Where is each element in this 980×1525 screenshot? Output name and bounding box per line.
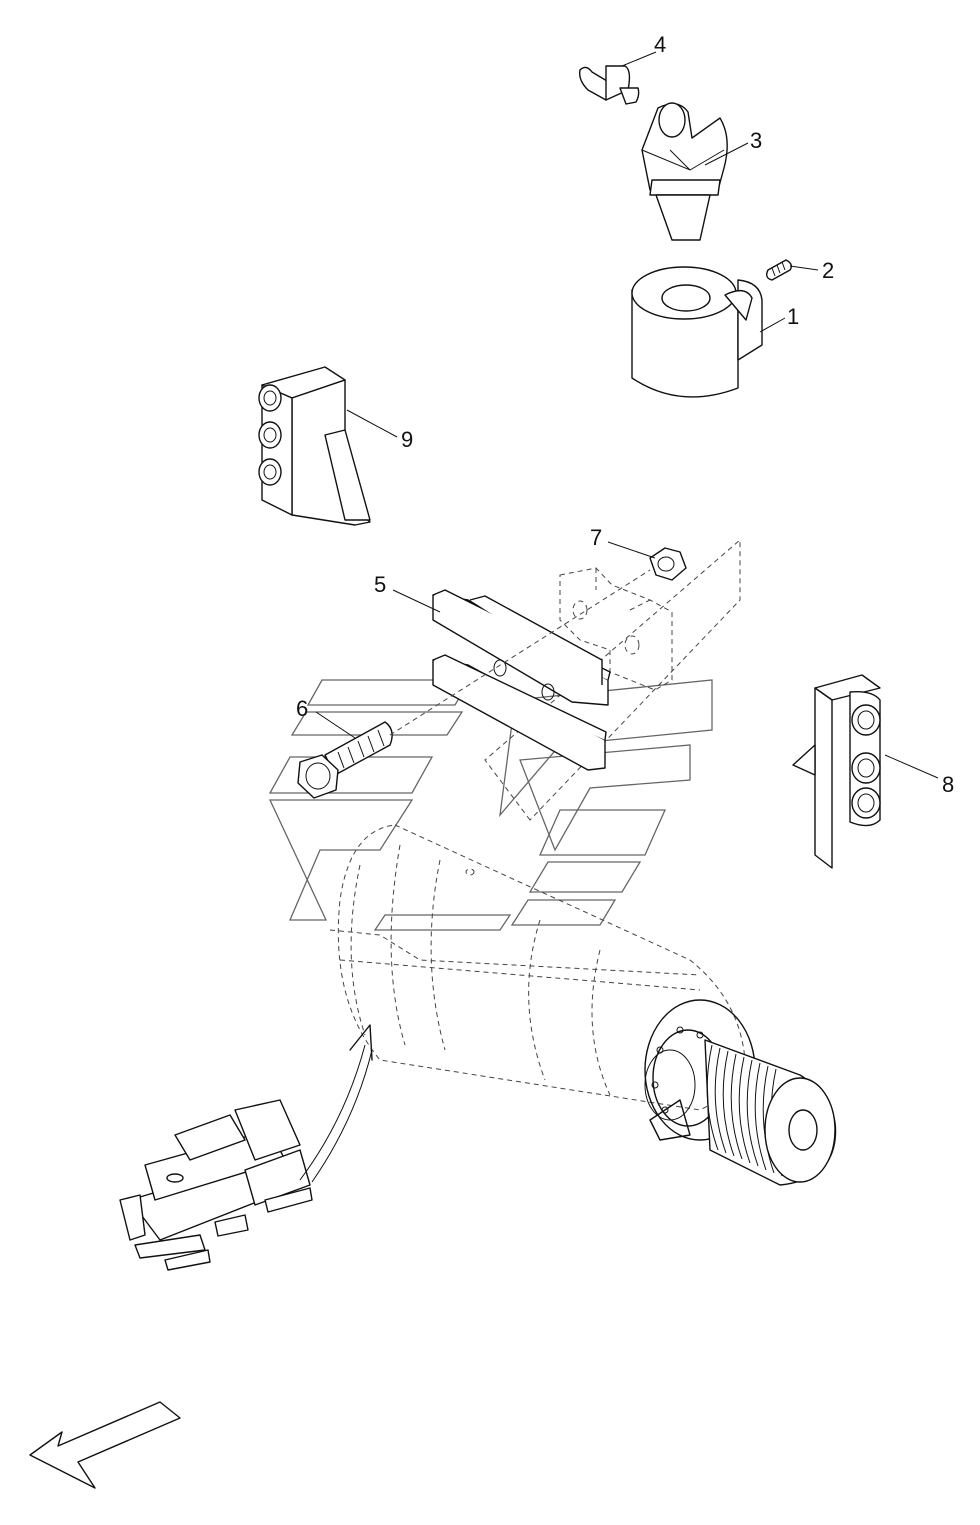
callout-1: 1 [787,304,799,329]
part-3-toolholder [641,102,728,241]
part-2-pin [765,259,793,281]
part-9-ejector-block [258,366,371,526]
callout-5: 5 [374,572,386,597]
callout-2: 2 [822,258,834,283]
direction-arrow-icon [29,1401,181,1489]
part-4-pick [578,65,640,105]
part-1-base-block [631,266,763,398]
part-7-nut [649,547,687,581]
leader-lines [315,51,939,779]
milling-drum [329,824,837,1186]
callout-labels: 4 3 2 1 9 7 5 6 8 [296,32,954,797]
callout-8: 8 [942,772,954,797]
part-6-bolt [297,569,651,799]
callout-3: 3 [750,128,762,153]
watermark-logo [268,679,713,931]
milling-machine-illustration [119,1024,373,1271]
part-5-wear-bars [432,589,611,771]
part-8-ejector-block [792,674,881,869]
callout-7: 7 [590,525,602,550]
callout-4: 4 [654,32,666,57]
clamp-bracket-ghost [484,538,741,821]
callout-9: 9 [401,427,413,452]
callout-6: 6 [296,696,308,721]
